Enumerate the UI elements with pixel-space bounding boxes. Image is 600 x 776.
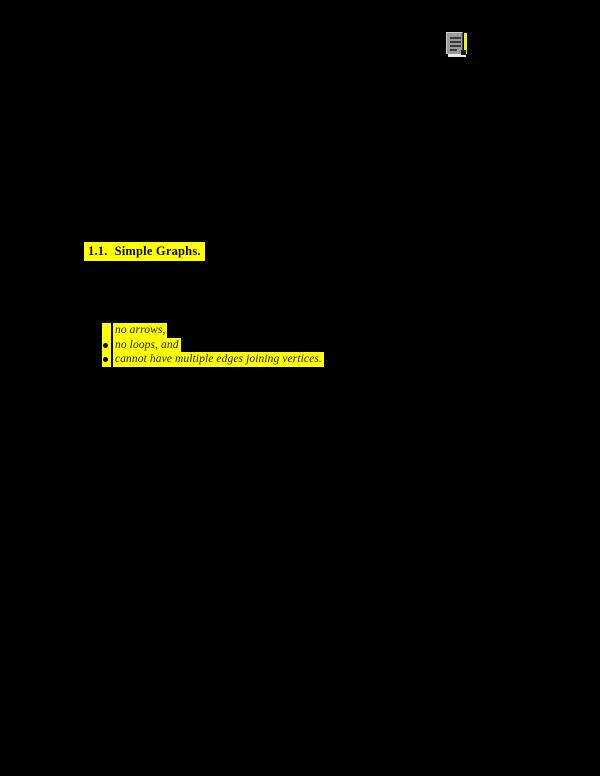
list-item: no arrows,: [102, 323, 362, 338]
document-icon-shadow: [448, 54, 466, 57]
list-item-label: cannot have multiple edges joining verti…: [113, 352, 324, 367]
bullet-point-icon: [102, 337, 111, 352]
document-icon-highlight-stripe: [464, 33, 467, 54]
document-icon-line: [450, 41, 461, 43]
highlighted-bullet-list: no arrows, no loops, and cannot have mul…: [102, 323, 362, 367]
document-notes-icon[interactable]: [446, 32, 470, 60]
document-icon-sheet: [446, 32, 463, 54]
section-title: Simple Graphs.: [114, 244, 201, 258]
section-heading: 1.1. Simple Graphs.: [84, 242, 205, 261]
bullet-point-icon: [102, 323, 111, 338]
list-item: cannot have multiple edges joining verti…: [102, 352, 362, 367]
document-icon-line: [450, 37, 461, 39]
document-icon-line: [450, 49, 457, 51]
document-icon-line: [450, 45, 461, 47]
list-item: no loops, and: [102, 337, 362, 352]
list-item-label: no loops, and: [113, 337, 181, 352]
list-item-label: no arrows,: [113, 323, 168, 338]
document-icon-corner-fold: [461, 50, 466, 55]
bullet-point-icon: [102, 352, 111, 367]
section-number: 1.1.: [88, 244, 108, 258]
